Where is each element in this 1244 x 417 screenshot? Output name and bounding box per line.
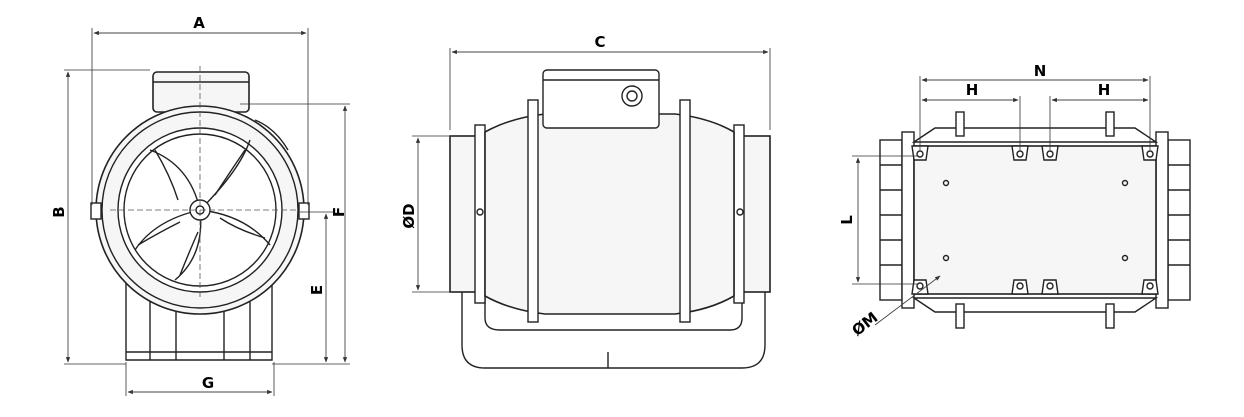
dim-label-b: B (50, 206, 68, 217)
side-terminal-box (542, 69, 660, 129)
side-dimensions: C ØD (400, 33, 771, 293)
dim-label-d: ØD (400, 203, 418, 228)
dim-label-e: E (308, 285, 326, 295)
bottom-duct-right (1167, 139, 1191, 301)
side-view (449, 69, 771, 369)
dim-label-a: A (193, 14, 205, 32)
side-housing (484, 113, 735, 315)
dim-label-l: L (838, 215, 856, 225)
dim-label-m: ØM (848, 308, 881, 339)
cable-gland-icon (621, 85, 643, 107)
bottom-duct-left (879, 139, 903, 301)
side-duct-right (739, 135, 771, 293)
dim-label-g: G (202, 374, 214, 392)
front-view (90, 66, 310, 361)
dim-label-n: N (1034, 62, 1047, 80)
dim-label-c: C (594, 33, 605, 51)
bottom-view (879, 111, 1191, 329)
dim-label-f: F (330, 207, 348, 217)
dim-label-h-left: H (966, 81, 979, 99)
front-dimensions: A B F E G (50, 14, 350, 396)
mounting-plate (913, 145, 1157, 295)
dim-label-h-right: H (1098, 81, 1111, 99)
